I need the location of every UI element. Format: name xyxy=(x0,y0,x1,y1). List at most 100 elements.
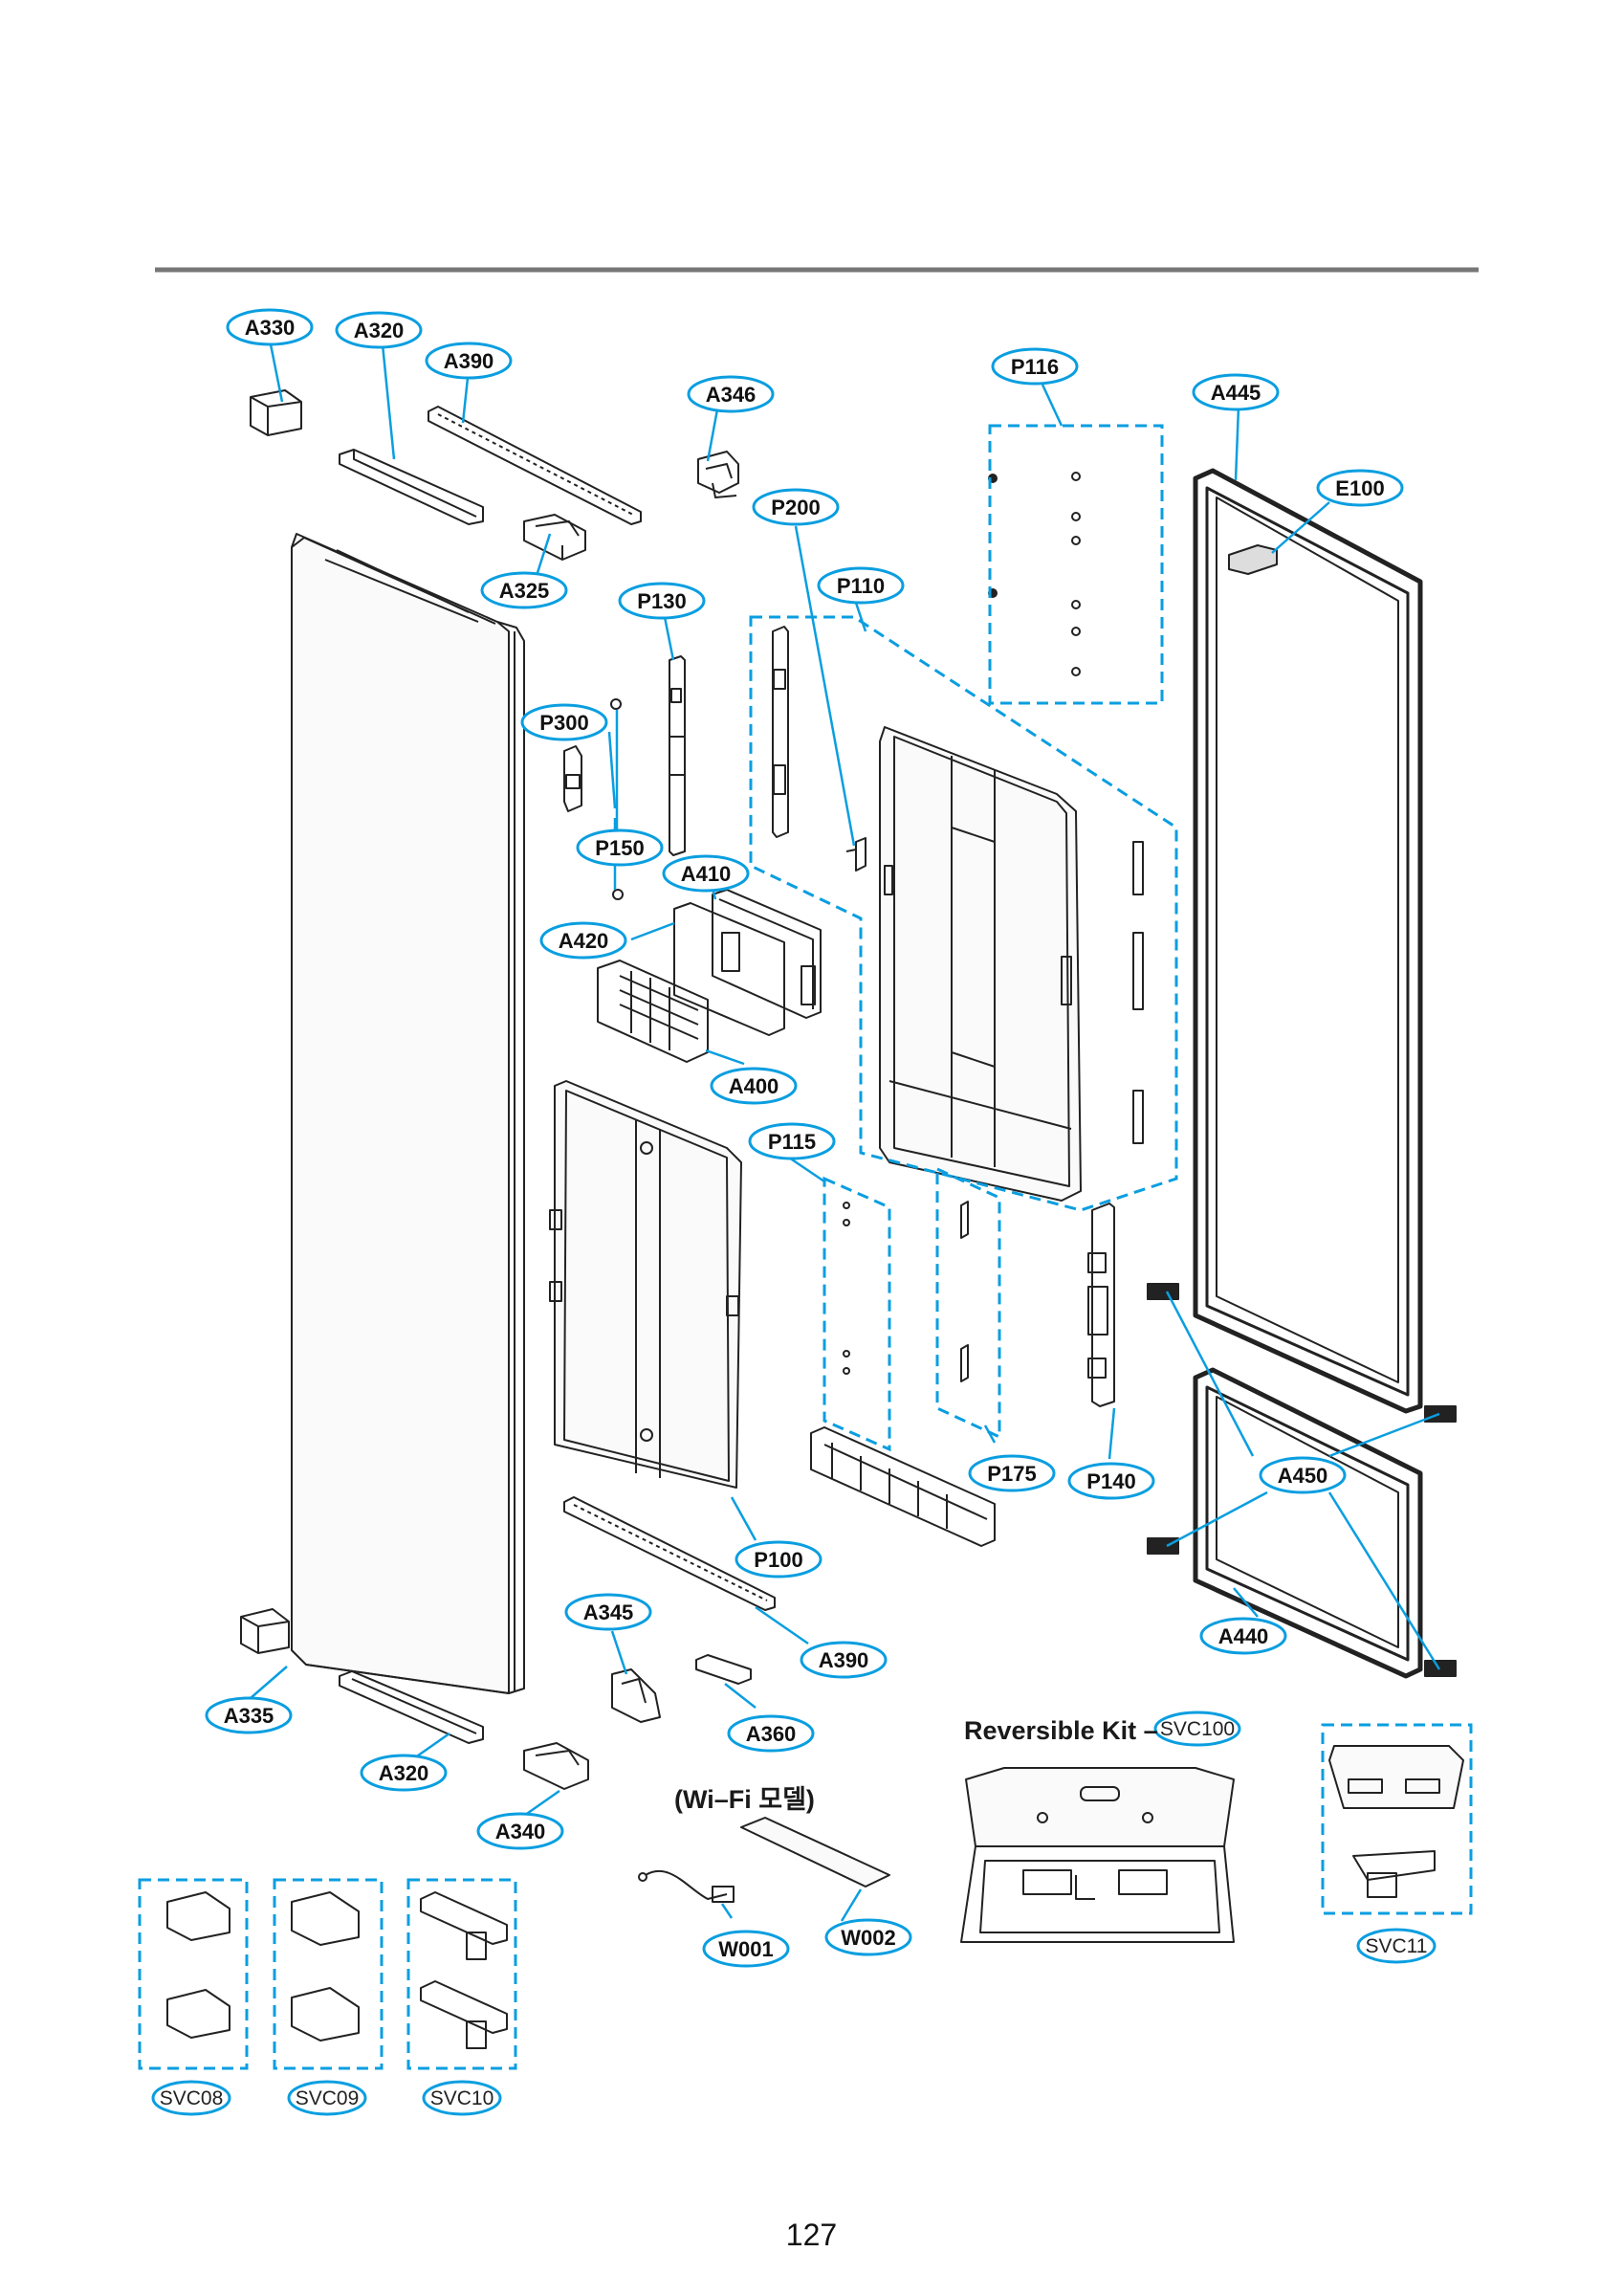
part-svc10 xyxy=(420,1891,508,2049)
box-p115 xyxy=(822,1176,891,1452)
part-w001 xyxy=(638,1869,735,1903)
reversible-kit-caption: Reversible Kit – xyxy=(964,1716,1158,1745)
callout-svc11: SVC11 xyxy=(1356,1928,1437,1964)
svg-text:P300: P300 xyxy=(539,711,588,735)
svg-text:A410: A410 xyxy=(681,862,732,886)
callout-a346: A346 xyxy=(687,375,775,413)
box-svc09 xyxy=(273,1878,384,2070)
svg-text:SVC11: SVC11 xyxy=(1366,1935,1428,1957)
callout-p300: P300 xyxy=(520,703,608,741)
callout-p130: P130 xyxy=(618,582,706,620)
callout-svc100: SVC100 xyxy=(1153,1711,1241,1747)
svg-text:A390: A390 xyxy=(444,349,494,373)
callout-a440: A440 xyxy=(1199,1617,1287,1655)
callout-a340: A340 xyxy=(476,1812,564,1850)
svg-text:A360: A360 xyxy=(746,1722,797,1746)
callout-svc09: SVC09 xyxy=(287,2080,367,2116)
callout-a390-bottom: A390 xyxy=(800,1641,888,1679)
part-a445-gasket xyxy=(1193,468,1423,1414)
part-a390-lower xyxy=(563,1496,776,1611)
callout-a360: A360 xyxy=(727,1714,815,1753)
part-p300 xyxy=(563,745,582,812)
part-a340 xyxy=(523,1742,589,1790)
callout-p115: P115 xyxy=(748,1122,836,1160)
callout-a320-top: A320 xyxy=(335,311,423,349)
callouts: A330 A320 A390 A346 P116 A445 E100 P200 … xyxy=(151,308,1437,2116)
svg-text:W001: W001 xyxy=(718,1937,773,1961)
parts-drawing xyxy=(166,389,1464,2049)
callout-p150: P150 xyxy=(576,828,664,867)
svg-text:A445: A445 xyxy=(1211,381,1261,405)
callout-p116: P116 xyxy=(991,347,1079,386)
part-a346 xyxy=(697,451,739,498)
part-a400 xyxy=(597,960,709,1063)
callout-a400: A400 xyxy=(710,1067,798,1105)
door-panel xyxy=(291,533,525,1694)
callout-a390-top: A390 xyxy=(425,342,513,380)
part-a330 xyxy=(250,389,302,436)
callout-a320-bottom: A320 xyxy=(360,1754,448,1792)
callout-p175: P175 xyxy=(968,1454,1056,1492)
part-a360 xyxy=(695,1654,752,1685)
callout-w001: W001 xyxy=(702,1930,790,1968)
callout-a335: A335 xyxy=(205,1696,293,1734)
svg-text:P110: P110 xyxy=(837,574,885,598)
callout-p140: P140 xyxy=(1067,1462,1155,1500)
svg-text:A346: A346 xyxy=(706,383,757,407)
part-p140 xyxy=(1087,1203,1115,1407)
box-svc10 xyxy=(406,1878,517,2070)
svg-text:A330: A330 xyxy=(245,316,296,340)
svg-text:P100: P100 xyxy=(754,1548,802,1572)
part-bottom-grille xyxy=(810,1426,996,1547)
svg-text:SVC100: SVC100 xyxy=(1160,1718,1235,1740)
svg-text:SVC09: SVC09 xyxy=(296,2087,360,2109)
group-boxes xyxy=(138,424,1473,2070)
part-a320-upper xyxy=(339,449,484,525)
svg-text:A320: A320 xyxy=(354,319,405,342)
part-a320-lower xyxy=(339,1670,484,1744)
part-inner-liner xyxy=(549,1080,742,1489)
callout-p100: P100 xyxy=(735,1540,822,1578)
callout-a450: A450 xyxy=(1259,1456,1347,1494)
svg-text:A420: A420 xyxy=(559,929,609,953)
svg-text:A440: A440 xyxy=(1218,1624,1269,1648)
svg-text:A450: A450 xyxy=(1278,1464,1328,1488)
part-a410 xyxy=(712,889,822,1019)
svg-text:A340: A340 xyxy=(495,1820,546,1843)
part-a345 xyxy=(611,1668,661,1723)
svg-text:W002: W002 xyxy=(841,1926,895,1950)
svg-text:P116: P116 xyxy=(1011,355,1059,379)
page-number: 127 xyxy=(785,2218,838,2252)
part-svc11 xyxy=(1328,1745,1464,1898)
part-p130 xyxy=(669,655,686,856)
callout-a445: A445 xyxy=(1192,373,1280,411)
callout-p200: P200 xyxy=(752,488,840,526)
box-p175 xyxy=(935,1166,1001,1440)
svg-text:P140: P140 xyxy=(1086,1469,1135,1493)
svg-text:P130: P130 xyxy=(637,589,686,613)
callout-a410: A410 xyxy=(662,854,750,893)
svg-text:P175: P175 xyxy=(987,1462,1036,1486)
svg-text:SVC10: SVC10 xyxy=(430,2087,494,2109)
leader-lines xyxy=(250,339,1441,1922)
svg-text:A325: A325 xyxy=(499,579,550,603)
part-svc09 xyxy=(291,1891,360,2042)
part-svc08 xyxy=(166,1891,230,2039)
part-a420 xyxy=(673,902,785,1036)
svg-text:A400: A400 xyxy=(729,1074,779,1098)
box-p116 xyxy=(988,424,1164,705)
part-p200 xyxy=(845,837,866,872)
box-svc08 xyxy=(138,1878,249,2070)
callout-e100: E100 xyxy=(1316,469,1404,507)
svg-text:P200: P200 xyxy=(771,496,820,519)
part-reversible-kit xyxy=(960,1767,1235,1943)
callout-a420: A420 xyxy=(539,921,627,960)
svg-text:P150: P150 xyxy=(595,836,644,860)
svg-text:E100: E100 xyxy=(1335,476,1384,500)
wifi-model-caption: (Wi–Fi 모델) xyxy=(674,1785,815,1814)
svg-text:SVC08: SVC08 xyxy=(160,2087,224,2109)
callout-p110: P110 xyxy=(817,566,905,605)
svg-text:A320: A320 xyxy=(379,1761,429,1785)
box-p110 xyxy=(749,615,1178,1212)
